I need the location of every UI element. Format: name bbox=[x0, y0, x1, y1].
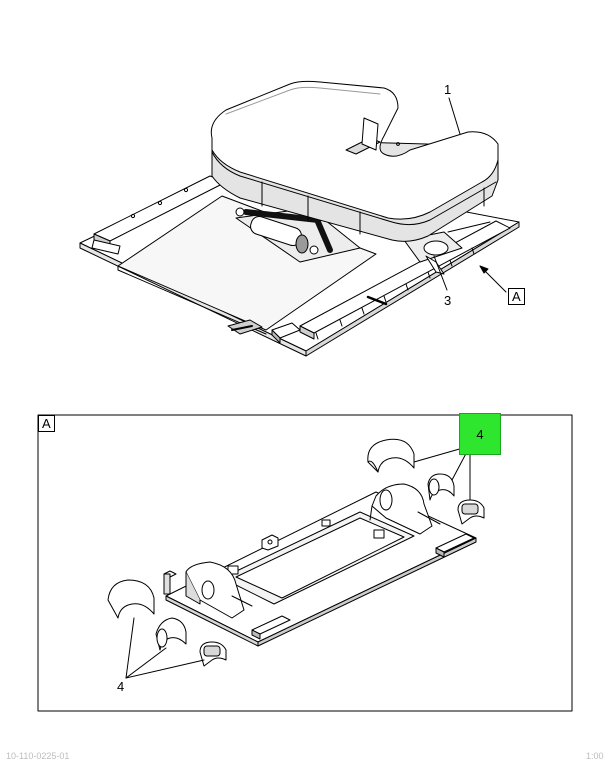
callout-3: 3 bbox=[444, 293, 452, 308]
bushing-clip-left bbox=[199, 641, 227, 667]
detail-frame-label: A bbox=[38, 415, 55, 432]
callout-4: 4 bbox=[117, 679, 125, 694]
hinge-base bbox=[163, 491, 477, 647]
bushing-large-right bbox=[367, 438, 415, 473]
bushing-large-left bbox=[107, 579, 155, 619]
callout-1: 1 bbox=[444, 82, 452, 97]
highlighted-callout-4[interactable]: 4 bbox=[459, 413, 501, 455]
leaders-4-left bbox=[125, 617, 205, 679]
latch-tab bbox=[227, 319, 263, 335]
footer-left: 10-110-0225-01 bbox=[6, 751, 70, 761]
left-rail bbox=[91, 175, 227, 255]
detail-frame bbox=[37, 414, 573, 712]
hinge-knuckle-left bbox=[185, 561, 253, 619]
bushing-medium-right bbox=[427, 473, 455, 501]
leader-3 bbox=[433, 255, 448, 291]
suspension-mechanism bbox=[235, 207, 491, 275]
hinge-knuckle-right bbox=[369, 483, 441, 535]
arrow-to-A bbox=[479, 265, 507, 293]
seat-cushion bbox=[210, 80, 499, 242]
bushing-clip-right bbox=[457, 499, 485, 525]
footer-right: 1:00 bbox=[586, 751, 604, 761]
view-ref-label: A bbox=[508, 288, 525, 305]
leader-1 bbox=[448, 97, 461, 135]
bushing-medium-left bbox=[155, 617, 187, 651]
